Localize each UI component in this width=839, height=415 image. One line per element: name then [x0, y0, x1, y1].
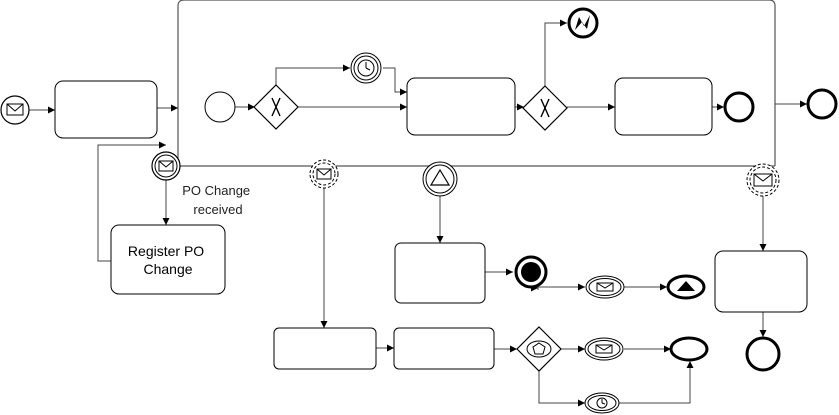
flow-branch-upper: [537, 283, 585, 291]
message-intermediate-event-lower[interactable]: [584, 337, 624, 361]
register-po-change-task[interactable]: Register PO Change: [110, 224, 226, 295]
error-end-event[interactable]: [567, 7, 599, 39]
x-icon: [271, 97, 281, 117]
envelope-icon: [753, 173, 773, 187]
pentagon-icon: [532, 342, 546, 355]
flow-gateway-to-timer: [275, 64, 350, 88]
terminate-end-event[interactable]: [514, 255, 548, 289]
escalation-handling-task[interactable]: [394, 242, 486, 304]
task-2[interactable]: [406, 77, 516, 136]
task-1[interactable]: [54, 80, 158, 139]
flow-eventgw-to-timer2: [538, 371, 585, 407]
flow-timer-to-task2: [383, 67, 407, 96]
envelope-icon: [6, 103, 24, 116]
end-event[interactable]: [806, 88, 838, 120]
exclusive-gateway-1[interactable]: [253, 84, 299, 130]
envelope-icon: [158, 160, 174, 172]
escalation-triangle-icon: [677, 281, 695, 291]
lower-task-1[interactable]: [273, 327, 377, 370]
register-po-change-label-line2: Change: [143, 261, 192, 277]
lightning-icon: [575, 15, 590, 30]
boundary-message-event[interactable]: [151, 151, 181, 181]
lower-end-event[interactable]: [669, 336, 709, 362]
po-change-received-label: PO Change received: [182, 183, 254, 217]
flow-register-loop-back: [97, 141, 166, 262]
flow-gateway2-to-error: [544, 19, 567, 87]
right-task[interactable]: [714, 250, 808, 313]
sequence-flows: [29, 19, 807, 407]
lower-task-2[interactable]: [393, 327, 495, 370]
register-po-change-label-line1: Register PO: [128, 243, 204, 259]
triangle-icon: [429, 168, 451, 186]
right-end-event[interactable]: [745, 336, 781, 372]
start-message-event[interactable]: [0, 95, 30, 125]
event-based-gateway[interactable]: [516, 326, 562, 372]
inner-end-event[interactable]: [723, 91, 755, 123]
subprocess-container[interactable]: [177, 0, 776, 166]
clock-icon: [357, 59, 375, 77]
timer-intermediate-event-lower[interactable]: [584, 392, 620, 414]
envelope-icon: [316, 168, 332, 180]
clock-icon: [596, 397, 608, 409]
svg-text:Register PO Change: Register PO Change: [128, 243, 208, 277]
exclusive-gateway-2[interactable]: [522, 85, 568, 131]
timer-intermediate-event[interactable]: [350, 52, 382, 84]
envelope-icon: [596, 282, 614, 292]
x-icon: [540, 98, 550, 118]
task-3[interactable]: [614, 77, 713, 136]
non-interrupting-message-event[interactable]: [309, 159, 339, 189]
escalation-end-event[interactable]: [666, 274, 706, 300]
flow-timer2-to-end: [619, 361, 694, 404]
envelope-icon: [595, 344, 613, 354]
inner-start-event[interactable]: [204, 91, 236, 123]
escalation-boundary-event[interactable]: [422, 161, 458, 197]
right-non-interrupting-message-event[interactable]: [746, 163, 780, 197]
message-intermediate-event-upper[interactable]: [585, 275, 625, 299]
